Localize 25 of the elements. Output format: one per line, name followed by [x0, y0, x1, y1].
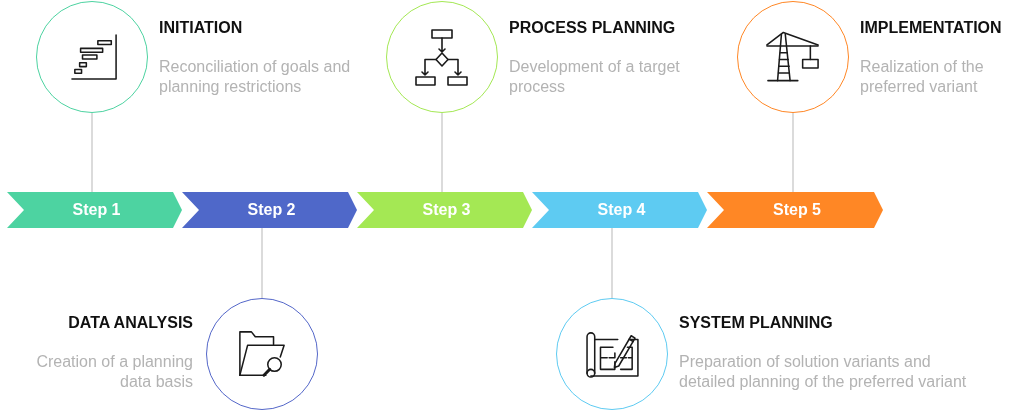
step-description: Development of a target process	[509, 57, 681, 97]
step-title: SYSTEM PLANNING	[679, 313, 834, 333]
step-label: Step 2	[246, 200, 296, 220]
step-title: IMPLEMENTATION	[860, 18, 1003, 38]
step-title: DATA ANALYSIS	[67, 313, 193, 333]
step-label: Step 4	[596, 200, 646, 220]
step-title: PROCESS PLANNING	[509, 18, 677, 38]
step-banner	[7, 192, 182, 228]
step-banner	[182, 192, 357, 228]
connector-line	[91, 112, 93, 193]
step-label: Step 1	[71, 200, 121, 220]
connector-line	[792, 112, 794, 193]
step-description: Creation of a planning data basis	[35, 352, 193, 392]
step-label: Step 3	[421, 200, 471, 220]
step-title: INITIATION	[159, 18, 244, 38]
step-description: Realization of the preferred variant	[860, 57, 985, 97]
connector-line	[261, 227, 263, 299]
connector-line	[441, 112, 443, 193]
step-banner	[707, 192, 883, 228]
step-description: Reconciliation of goals and planning restrictions	[159, 57, 352, 97]
connector-line	[611, 227, 613, 299]
step-label: Step 5	[772, 200, 821, 220]
step-banner	[357, 192, 532, 228]
step-banner	[532, 192, 707, 228]
step-description: Preparation of solution variants and detailed planning of the preferred variant	[679, 352, 968, 392]
